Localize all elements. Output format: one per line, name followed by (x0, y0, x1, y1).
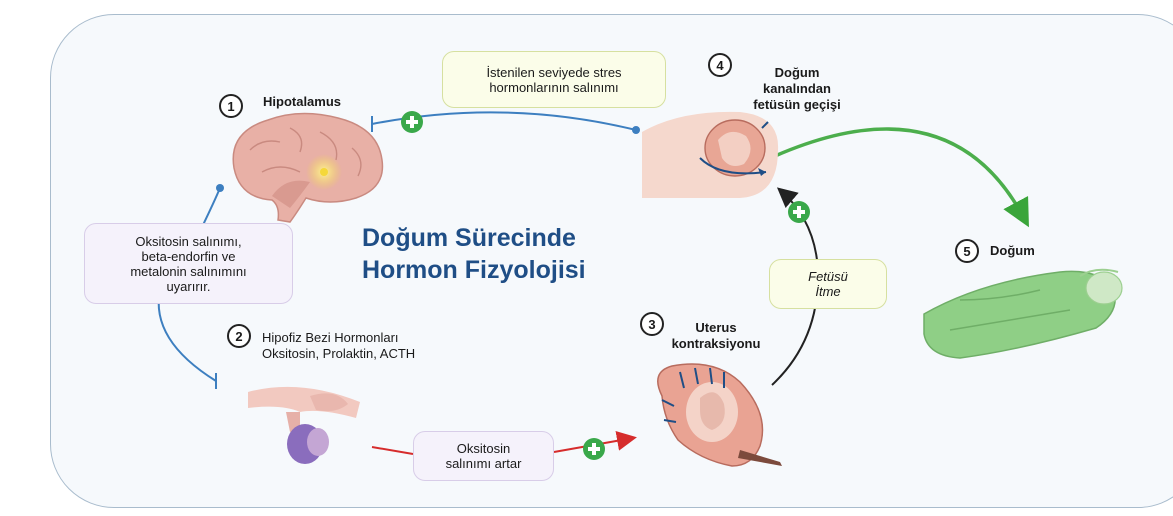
oxytocin-box-line-2: salınımı artar (446, 456, 522, 471)
endorphin-box: Oksitosin salınımı, beta-endorfin ve met… (84, 223, 293, 304)
step-4-number: 4 (708, 53, 732, 77)
step-4-line-3: fetüsün geçişi (735, 97, 859, 113)
endorphin-box-line-1: Oksitosin salınımı, (130, 234, 246, 249)
fetus-push-box: Fetüsü İtme (769, 259, 887, 309)
arrow-dot-top (632, 126, 640, 134)
step-2-line-2: Oksitosin, Prolaktin, ACTH (262, 346, 415, 362)
step-5-number: 5 (955, 239, 979, 263)
step-4-label: Doğum kanalından fetüsün geçişi (735, 65, 859, 113)
oxytocin-box-line-1: Oksitosin (446, 441, 522, 456)
endorphin-box-line-3: metalonin salınımını (130, 264, 246, 279)
swaddled-newborn-icon (924, 270, 1122, 358)
step-1-line-1: Hipotalamus (263, 94, 341, 110)
fetus-push-line-1: Fetüsü (808, 269, 848, 284)
step-4-line-1: Doğum (735, 65, 859, 81)
step-3-line-1: Uterus (656, 320, 776, 336)
brain-icon (233, 113, 382, 222)
fetus-push-line-2: İtme (815, 284, 840, 299)
plus-icon (401, 111, 423, 133)
endorphin-box-line-2: beta-endorfin ve (130, 249, 246, 264)
step-1-number: 1 (219, 94, 243, 118)
step-5-line-1: Doğum (990, 243, 1035, 259)
pituitary-gland-icon (248, 387, 360, 464)
step-2-label: Hipofiz Bezi Hormonları Oksitosin, Prola… (262, 330, 415, 362)
fetus-birth-canal-icon (642, 112, 778, 198)
step-5-label: Doğum (990, 243, 1035, 259)
step-2-number: 2 (227, 324, 251, 348)
title-line-2: Hormon Fizyolojisi (362, 254, 662, 286)
step-3-label: Uterus kontraksiyonu (656, 320, 776, 352)
oxytocin-increase-box: Oksitosin salınımı artar (413, 431, 554, 481)
step-2-line-1: Hipofiz Bezi Hormonları (262, 330, 415, 346)
stress-box-line-1: İstenilen seviyede stres (486, 65, 621, 80)
plus-icon (583, 438, 605, 460)
step-1-label: Hipotalamus (263, 94, 341, 110)
step-4-line-2: kanalından (735, 81, 859, 97)
diagram-title: Doğum Sürecinde Hormon Fizyolojisi (362, 222, 662, 286)
step-3-line-2: kontraksiyonu (656, 336, 776, 352)
arrow-dot-left (216, 184, 224, 192)
stress-hormones-box: İstenilen seviyede stres hormonlarının s… (442, 51, 666, 108)
stress-box-line-2: hormonlarının salınımı (486, 80, 621, 95)
plus-icon (788, 201, 810, 223)
contracting-uterus-icon (658, 364, 782, 466)
endorphin-box-line-4: uyarırır. (130, 279, 246, 294)
red-arrow (372, 447, 413, 454)
green-arrow (775, 129, 1024, 218)
title-line-1: Doğum Sürecinde (362, 222, 662, 254)
